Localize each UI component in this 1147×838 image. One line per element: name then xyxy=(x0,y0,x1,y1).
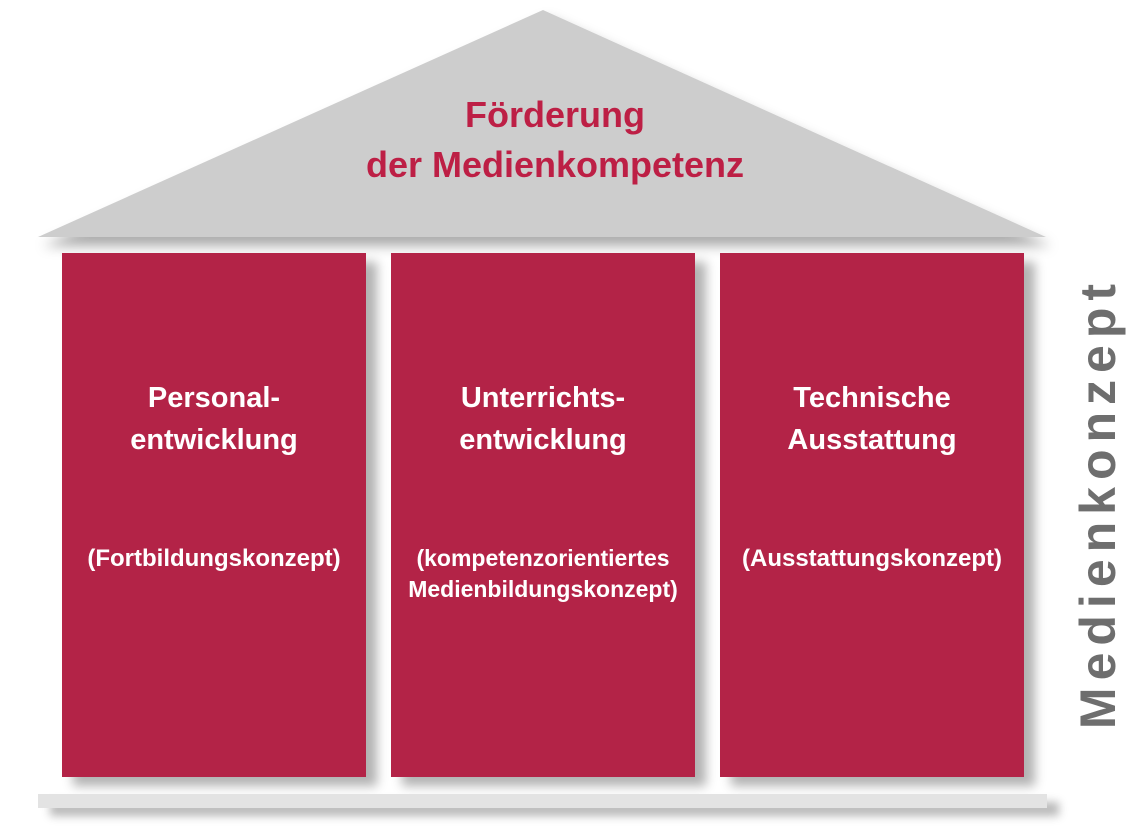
pillar-subtext-line1: (kompetenzorientiertes xyxy=(416,545,670,571)
roof-triangle xyxy=(38,10,1046,237)
pillar-personalentwicklung: Personal- entwicklung (Fortbildungskonze… xyxy=(62,253,366,777)
roof-title-line1: Förderung xyxy=(465,94,645,135)
pillar-heading-line2: entwicklung xyxy=(459,424,627,456)
pillar-subtext: (Ausstattungskonzept) xyxy=(720,543,1024,574)
pillar-heading: Unterrichts- entwicklung xyxy=(391,377,695,461)
roof-title: Förderung der Medienkompetenz xyxy=(185,90,925,190)
roof-shape xyxy=(38,10,1046,237)
pillar-heading-line1: Technische xyxy=(793,382,951,414)
pillar-subtext-line2: Medienbildungskonzept) xyxy=(408,576,678,602)
pillar-heading: Personal- entwicklung xyxy=(62,377,366,461)
pillar-heading: Technische Ausstattung xyxy=(720,377,1024,461)
pillar-heading-line2: entwicklung xyxy=(130,424,298,456)
pillar-subtext-line1: (Ausstattungskonzept) xyxy=(742,545,1002,572)
roof-title-line2: der Medienkompetenz xyxy=(365,144,745,185)
base-bar xyxy=(38,794,1047,808)
pillar-subtext: (kompetenzorientiertes Medienbildungskon… xyxy=(391,543,695,605)
pillar-subtext-line1: (Fortbildungskonzept) xyxy=(87,545,341,572)
pillar-heading-line1: Unterrichts- xyxy=(460,382,626,414)
pillar-subtext: (Fortbildungskonzept) xyxy=(62,543,366,574)
pillar-technische-ausstattung: Technische Ausstattung (Ausstattungskonz… xyxy=(720,253,1024,777)
pillar-heading-line1: Personal- xyxy=(147,382,281,414)
pillar-heading-line2: Ausstattung xyxy=(787,424,957,456)
side-label-medienkonzept: Medienkonzept xyxy=(1070,276,1126,730)
pillar-unterrichtsentwicklung: Unterrichts- entwicklung (kompetenzorien… xyxy=(391,253,695,777)
